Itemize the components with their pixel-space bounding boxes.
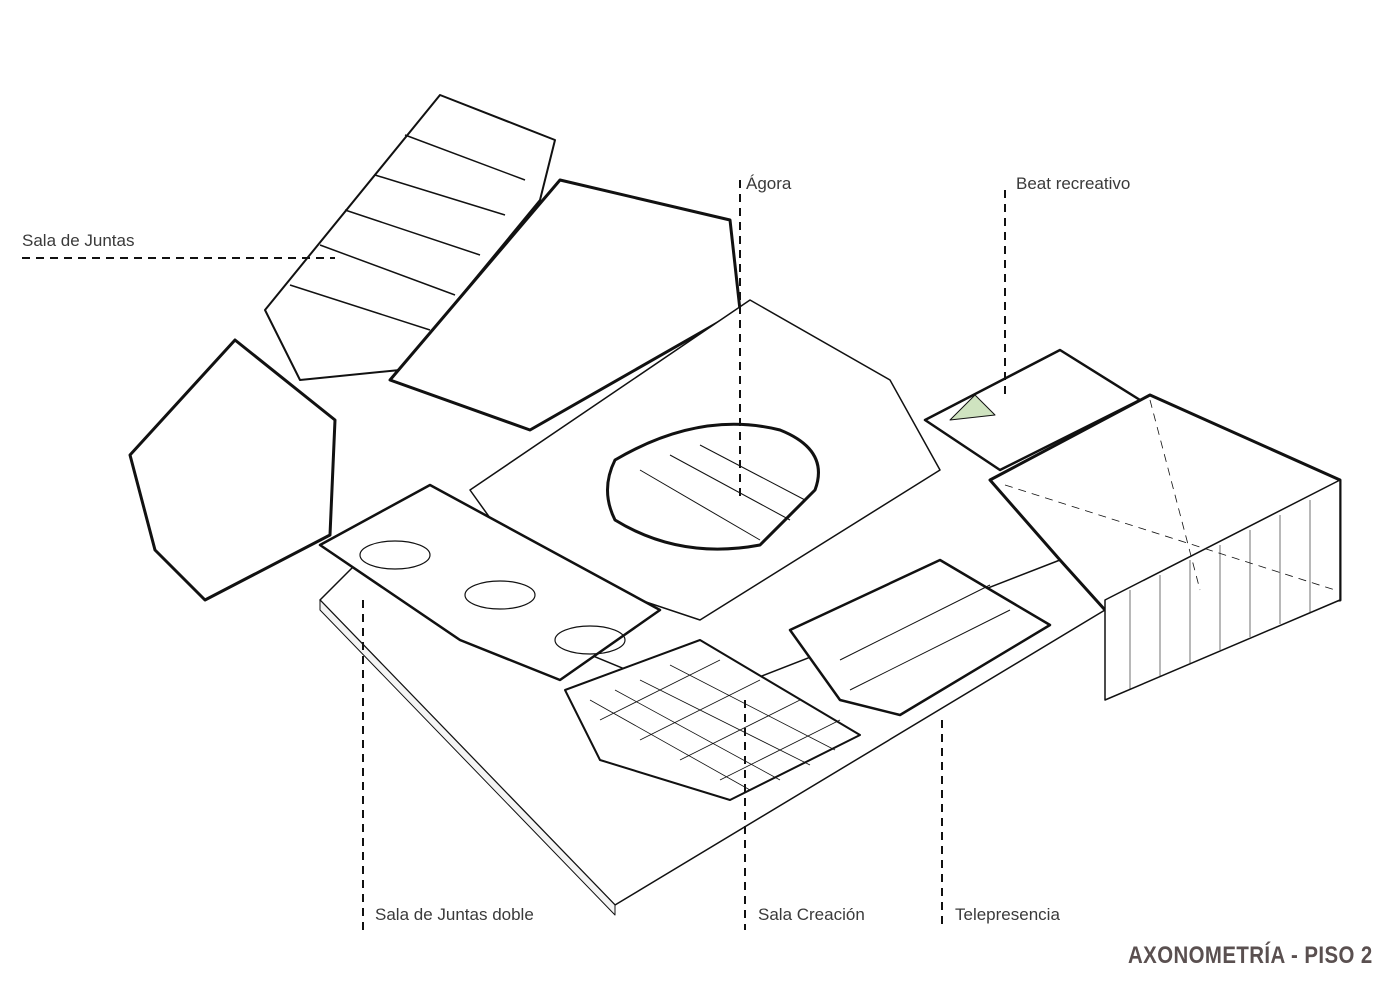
agora-atrium bbox=[388, 178, 742, 432]
agora-stairs bbox=[606, 422, 820, 551]
label-sala-creacion: Sala Creación bbox=[758, 905, 865, 924]
label-telepresencia: Telepresencia bbox=[955, 905, 1060, 924]
right-facade bbox=[1104, 479, 1341, 701]
sala-creacion-grid bbox=[564, 639, 861, 801]
label-beat-recreativo: Beat recreativo bbox=[1016, 174, 1131, 193]
left-wing bbox=[128, 338, 337, 602]
label-agora: Ágora bbox=[746, 174, 792, 193]
label-sala-juntas: Sala de Juntas bbox=[22, 231, 135, 250]
label-sala-juntas-doble: Sala de Juntas doble bbox=[375, 905, 534, 924]
sala-juntas-doble-rooms bbox=[318, 483, 662, 682]
floor-plate-edge bbox=[319, 599, 616, 916]
meeting-rooms-strip bbox=[264, 94, 556, 381]
telepresencia-room bbox=[788, 558, 1052, 717]
drawing-title: AXONOMETRÍA - PISO 2 bbox=[1128, 942, 1373, 969]
